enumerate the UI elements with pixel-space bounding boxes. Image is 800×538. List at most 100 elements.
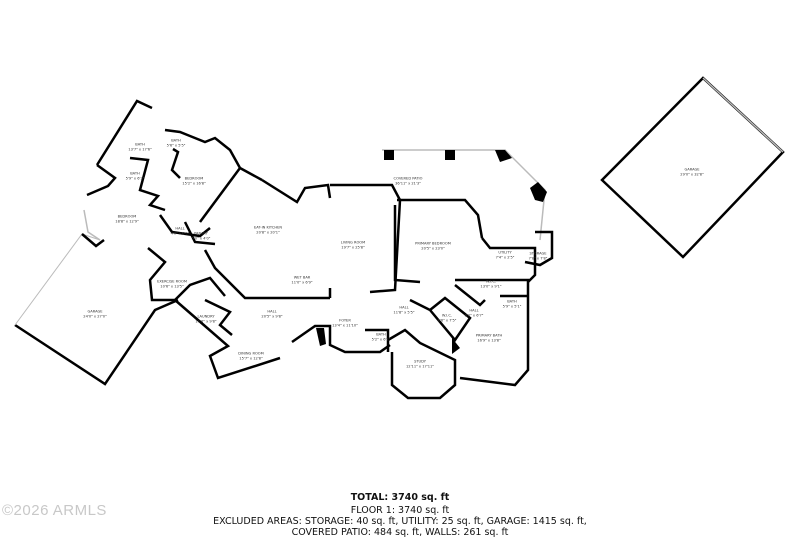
room-size: 4'0" x 6'0" [170, 231, 190, 235]
room-name: BATH [130, 171, 140, 176]
wall [455, 278, 530, 387]
column [530, 182, 547, 202]
room-size: 19'7" x 25'8" [341, 245, 365, 249]
room-size: 11'8" x 5'5" [393, 310, 415, 314]
room-name: LIVING ROOM [340, 240, 366, 245]
room-name: STORAGE [529, 251, 547, 256]
wall [239, 166, 263, 182]
summary-excluded: EXCLUDED AREAS: STORAGE: 40 sq. ft, UTIL… [213, 516, 587, 527]
room-name: EAT-IN KITCHEN [253, 225, 283, 230]
room-size: 20'5" x 9'8" [261, 314, 283, 318]
wall [86, 163, 117, 197]
room-size: 5'0" x 4'0" [191, 236, 211, 240]
room-size: 13'4" x 11'10" [332, 323, 358, 327]
room-size: 13'7" x 17'6" [128, 147, 152, 151]
wall [454, 284, 486, 307]
wall [204, 298, 233, 336]
wall [198, 167, 242, 223]
wall [203, 249, 330, 300]
room-name: BEDROOM [117, 214, 137, 219]
room-size: 20'5" x 23'0" [421, 246, 445, 250]
room-name: GARAGE [684, 167, 700, 172]
room-size: 5'9" x 5'1" [502, 304, 522, 308]
wall [393, 205, 421, 284]
column [445, 150, 455, 160]
watermark: ©2026 ARMLS [2, 502, 107, 519]
wall [291, 324, 391, 354]
room-name: BATH [507, 299, 517, 304]
wall [81, 233, 105, 248]
room-size: 24'0" x 27'0" [83, 314, 107, 318]
window [83, 209, 101, 241]
room-name: WET BAR [293, 275, 311, 280]
room-name: COVERED PATIO [393, 176, 423, 181]
room-name: BATH [135, 142, 145, 147]
patio-edge [382, 149, 546, 241]
room-name: HALL [175, 226, 185, 231]
wall [95, 99, 153, 166]
room-name: BATH [376, 332, 386, 337]
room-name: UTILITY [498, 250, 512, 255]
room-name: W.I.C. [441, 313, 453, 318]
wall [387, 328, 457, 400]
walls [14, 99, 554, 400]
wall [429, 296, 472, 343]
room-size: 10'6" x 13'5" [160, 284, 184, 288]
room-name: W.I.C. [485, 279, 497, 284]
room-size: 11'8" x 9'8" [195, 319, 217, 323]
room-name: PRIMARY BATH [475, 333, 503, 338]
room-size: 15'7" x 12'8" [239, 356, 263, 360]
room-size: 6'6" x 7'5" [437, 318, 457, 322]
room-size: 36'11" x 21'3" [395, 181, 421, 185]
wall [397, 198, 484, 239]
room-size: 20'8" x 20'1" [256, 230, 280, 234]
room-name: BATH [171, 138, 181, 143]
room-size: 15'2" x 16'8" [182, 181, 206, 185]
room-size: 5'2" x 6'1" [371, 337, 391, 341]
wall [164, 128, 242, 169]
room-name: PANTRY [194, 231, 208, 236]
wall [365, 328, 390, 352]
room-name: EXERCISE ROOM [157, 279, 187, 284]
room-name: HALL [267, 309, 277, 314]
room-size: 16'9" x 13'8" [477, 338, 501, 342]
room-size: 29'0" x 32'8" [680, 172, 704, 176]
room-name: GARAGE [87, 309, 103, 314]
room-size: 5'6" x 5'5" [166, 143, 186, 147]
column [495, 150, 512, 162]
room-size: 8'0" x 6'7" [464, 313, 484, 317]
room-name: BEDROOM [184, 176, 204, 181]
room-size: 18'8" x 12'9" [115, 219, 139, 223]
garage-door [702, 77, 784, 153]
room-size: 13'0" x 9'1" [480, 284, 502, 288]
column [452, 338, 460, 354]
wall [158, 214, 211, 238]
wall [330, 183, 402, 294]
room-size: 5'9" x 6'3" [125, 176, 145, 180]
room-name: HALL [469, 308, 479, 313]
room-label: W.I.C.6'6" x 7'5" [438, 313, 457, 322]
wall-garage-left [14, 298, 179, 386]
